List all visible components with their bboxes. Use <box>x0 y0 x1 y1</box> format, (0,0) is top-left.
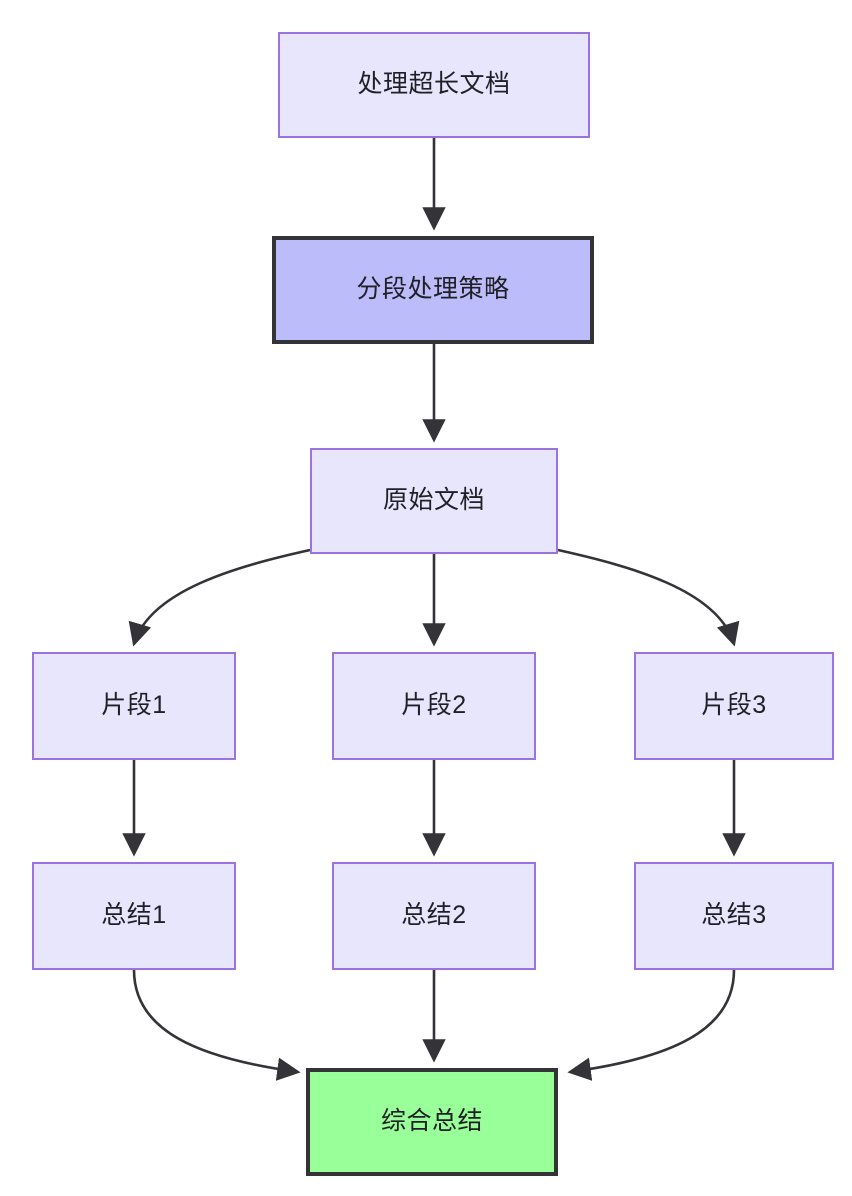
node-fragment-1[interactable]: 片段1 <box>32 652 236 760</box>
edge-n7-n10 <box>132 969 301 1081</box>
node-label: 总结2 <box>401 901 467 930</box>
node-comprehensive-summary[interactable]: 综合总结 <box>306 1068 558 1176</box>
node-summary-2[interactable]: 总结2 <box>332 862 536 970</box>
node-fragment-2[interactable]: 片段2 <box>332 652 536 760</box>
node-process-long-document[interactable]: 处理超长文档 <box>278 32 590 138</box>
node-summary-3[interactable]: 总结3 <box>634 862 834 970</box>
node-chunking-strategy[interactable]: 分段处理策略 <box>272 236 594 344</box>
node-summary-1[interactable]: 总结1 <box>32 862 236 970</box>
node-label: 片段3 <box>701 691 767 720</box>
node-original-document[interactable]: 原始文档 <box>310 448 558 554</box>
node-label: 片段1 <box>101 691 167 720</box>
node-label: 综合总结 <box>380 1107 483 1136</box>
node-label: 总结3 <box>701 901 767 930</box>
node-label: 总结1 <box>101 901 167 930</box>
node-label: 片段2 <box>401 691 467 720</box>
node-label: 处理超长文档 <box>357 70 511 99</box>
edge-n9-n10 <box>567 969 736 1081</box>
node-fragment-3[interactable]: 片段3 <box>634 652 834 760</box>
node-label: 分段处理策略 <box>356 275 510 304</box>
edge-n3-n4 <box>128 548 311 647</box>
edge-n3-n6 <box>557 548 740 647</box>
node-label: 原始文档 <box>382 486 485 515</box>
